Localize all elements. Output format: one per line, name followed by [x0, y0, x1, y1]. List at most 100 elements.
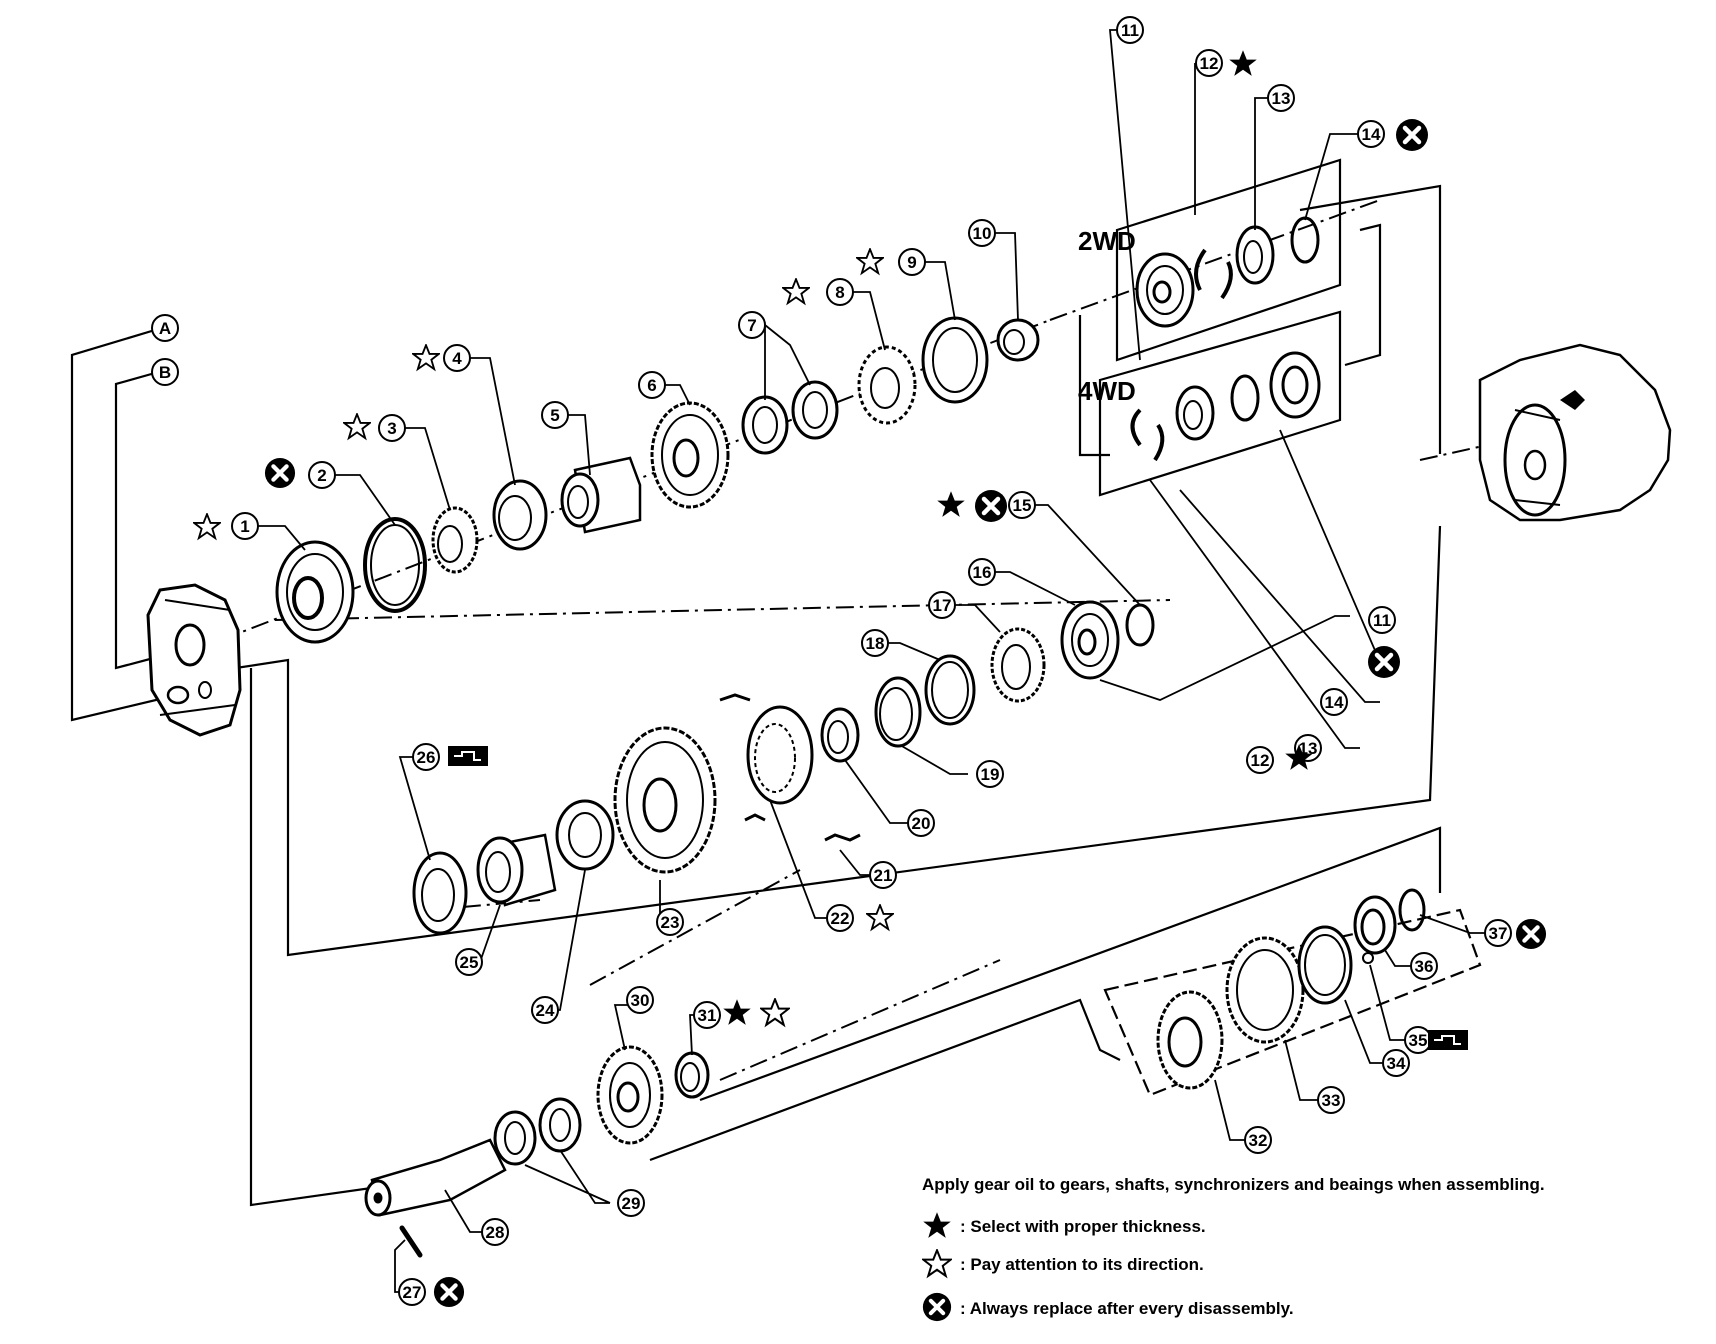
- callout-number: 6: [647, 376, 656, 395]
- callout-circle: [738, 311, 766, 339]
- leader-lines: [258, 29, 1485, 1293]
- part-21-insert: [824, 833, 861, 842]
- callout-circle: [481, 1218, 509, 1246]
- callout-number: 27: [403, 1283, 422, 1302]
- outline-star-icon: [922, 1249, 952, 1277]
- grease-applicator-icon: [448, 746, 488, 766]
- part-28-shaft: [364, 1138, 507, 1217]
- callout-circle: [1382, 1049, 1410, 1077]
- callout-circle: [231, 512, 259, 540]
- outline-star-icon: [193, 513, 221, 540]
- callout-number: 29: [622, 1194, 641, 1213]
- part-11-bearing-4wd: [1269, 351, 1321, 419]
- legend-direction: : Pay attention to its direction.: [960, 1255, 1204, 1274]
- callout-circle: [1484, 919, 1512, 947]
- callout-circle: [1195, 49, 1223, 77]
- legend: Apply gear oil to gears, shafts, synchro…: [922, 1175, 1545, 1322]
- callout-circle: [826, 278, 854, 306]
- callout-circle: [928, 591, 956, 619]
- callout-number: 18: [866, 634, 885, 653]
- callout-number: 2: [317, 466, 326, 485]
- callout-number: 12: [1200, 54, 1219, 73]
- circled-x-icon: [975, 490, 1007, 522]
- callout-number: 17: [933, 596, 952, 615]
- part-10-ring: [996, 318, 1040, 362]
- callout-circle: [1267, 84, 1295, 112]
- callout-number: 19: [981, 765, 1000, 784]
- callout-number: 10: [973, 224, 992, 243]
- part-13-ring-2wd: [1235, 225, 1275, 285]
- part-13-ring-4wd: [1175, 385, 1215, 441]
- callout-circle: [412, 743, 440, 771]
- callout-circle: [1357, 120, 1385, 148]
- callout-circle: [1244, 1126, 1272, 1154]
- part-31-ring: [674, 1051, 710, 1099]
- callout-number: 35: [1409, 1031, 1428, 1050]
- callout-number: 13: [1272, 89, 1291, 108]
- callout-number: 36: [1415, 957, 1434, 976]
- callout-number: 14: [1362, 125, 1381, 144]
- front-cover: [146, 583, 242, 737]
- part-23-gear: [613, 726, 717, 874]
- callout-number: 5: [550, 406, 559, 425]
- callout-number: 1: [240, 517, 249, 536]
- bracket-lines: [70, 158, 1482, 1207]
- callout-circle: [398, 1278, 426, 1306]
- callout-number: 32: [1249, 1131, 1268, 1150]
- legend-select: : Select with proper thickness.: [960, 1217, 1206, 1236]
- label-2wd: 2WD: [1078, 226, 1136, 256]
- rear-housing: [1478, 343, 1672, 522]
- callout-circle: [656, 908, 684, 936]
- callout-circle: [861, 629, 889, 657]
- callout-number: 31: [698, 1006, 717, 1025]
- callout-number: 24: [536, 1001, 555, 1020]
- callout-circle: [693, 1001, 721, 1029]
- circled-x-icon: [1516, 919, 1546, 949]
- filled-star-icon: [923, 1212, 951, 1238]
- part-12-ring-4wd: [1130, 408, 1165, 462]
- callout-number: 14: [1325, 693, 1344, 712]
- callout-number: 33: [1322, 1091, 1341, 1110]
- callout-number: 11: [1121, 21, 1139, 40]
- connector-b-label: B: [159, 363, 171, 382]
- part-33-gear: [1225, 936, 1305, 1044]
- filled-star-icon: [723, 999, 751, 1025]
- callout-number: 4: [452, 349, 462, 368]
- outline-star-icon: [343, 413, 371, 440]
- callout-number: 12: [1251, 751, 1270, 770]
- label-4wd: 4WD: [1078, 376, 1136, 406]
- part-19-ring: [874, 676, 922, 748]
- callout-circle: [1008, 491, 1036, 519]
- part-1-bearing: [275, 540, 355, 644]
- callout-numbers: 1234567891011121314151617181920212223242…: [231, 16, 1512, 1306]
- circled-x-icon: [1396, 119, 1428, 151]
- part-6-gear: [650, 401, 730, 509]
- callout-number: 22: [831, 909, 850, 928]
- part-32-gear: [1156, 990, 1224, 1090]
- part-17-gear: [990, 627, 1046, 703]
- callout-circle: [638, 371, 666, 399]
- part-20-ring: [820, 707, 860, 763]
- callout-circle: [541, 401, 569, 429]
- part-16-bearing: [1060, 600, 1120, 680]
- callout-number: 23: [661, 913, 680, 932]
- legend-replace: : Always replace after every disassembly…: [960, 1299, 1294, 1318]
- part-9-sleeve: [921, 316, 989, 404]
- callout-circle: [898, 248, 926, 276]
- callout-circle: [617, 1189, 645, 1217]
- outline-star-icon: [412, 344, 440, 371]
- outline-star-icon: [856, 248, 884, 275]
- circled-x-icon: [922, 1292, 952, 1322]
- callout-number: 7: [747, 316, 756, 335]
- part-27-pin: [399, 1225, 423, 1258]
- callout-number: 8: [835, 283, 844, 302]
- circled-x-icon: [434, 1277, 464, 1307]
- part-36-seal: [1353, 895, 1397, 955]
- outline-star-icon: [760, 998, 790, 1026]
- callout-circle: [826, 904, 854, 932]
- outline-star-icon: [866, 904, 894, 931]
- callout-number: 34: [1387, 1054, 1406, 1073]
- callout-number: 9: [907, 253, 916, 272]
